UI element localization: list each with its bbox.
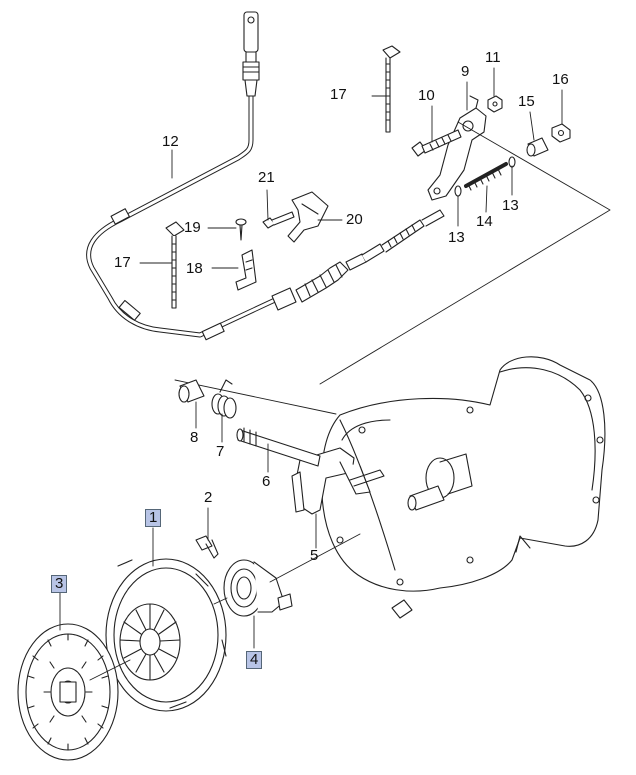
cable-tie-17-bottom	[165, 221, 185, 309]
nut-16	[551, 123, 571, 143]
spring-7	[211, 379, 237, 419]
part-label-19: 19	[184, 219, 201, 236]
part-label-13a: 13	[448, 229, 465, 246]
part-label-13b: 13	[502, 197, 519, 214]
part-label-1: 1	[145, 509, 162, 527]
clutch-disc	[17, 623, 119, 761]
part-label-17a: 17	[330, 86, 347, 103]
part-label-2: 2	[204, 489, 213, 506]
cable-tie-17-top	[382, 45, 401, 133]
leader-lines-lower	[59, 401, 361, 681]
part-label-11: 11	[485, 49, 501, 66]
pressure-plate	[103, 558, 227, 712]
part-label-5: 5	[310, 547, 319, 564]
clutch-lever	[427, 95, 487, 201]
part-label-18: 18	[186, 260, 203, 277]
bolt-10	[411, 129, 462, 157]
part-label-17b: 17	[114, 254, 131, 271]
part-label-16: 16	[552, 71, 569, 88]
part-label-12: 12	[162, 133, 179, 150]
clutch-cable	[86, 11, 445, 341]
clip-18	[235, 249, 257, 291]
leader-lines-upper	[139, 67, 611, 415]
release-bearing	[223, 559, 293, 617]
release-fork	[291, 447, 385, 515]
part-label-6: 6	[262, 473, 271, 490]
part-label-15: 15	[518, 93, 535, 110]
part-label-14: 14	[476, 213, 493, 230]
bushing-15	[526, 137, 549, 157]
bushing-8	[178, 379, 205, 403]
bracket-20	[287, 191, 329, 243]
part-label-20: 20	[346, 211, 363, 228]
screw-19	[235, 218, 247, 241]
part-label-3: 3	[51, 575, 68, 593]
nut-11	[487, 95, 503, 113]
transmission-housing	[321, 356, 606, 619]
release-shaft	[236, 427, 321, 467]
part-label-9: 9	[461, 63, 470, 80]
part-label-10: 10	[418, 87, 435, 104]
bolt-2	[195, 535, 219, 559]
part-label-8: 8	[190, 429, 199, 446]
part-label-21: 21	[258, 169, 275, 186]
part-label-4: 4	[246, 651, 263, 669]
part-label-7: 7	[216, 443, 225, 460]
spring-14	[464, 162, 508, 191]
